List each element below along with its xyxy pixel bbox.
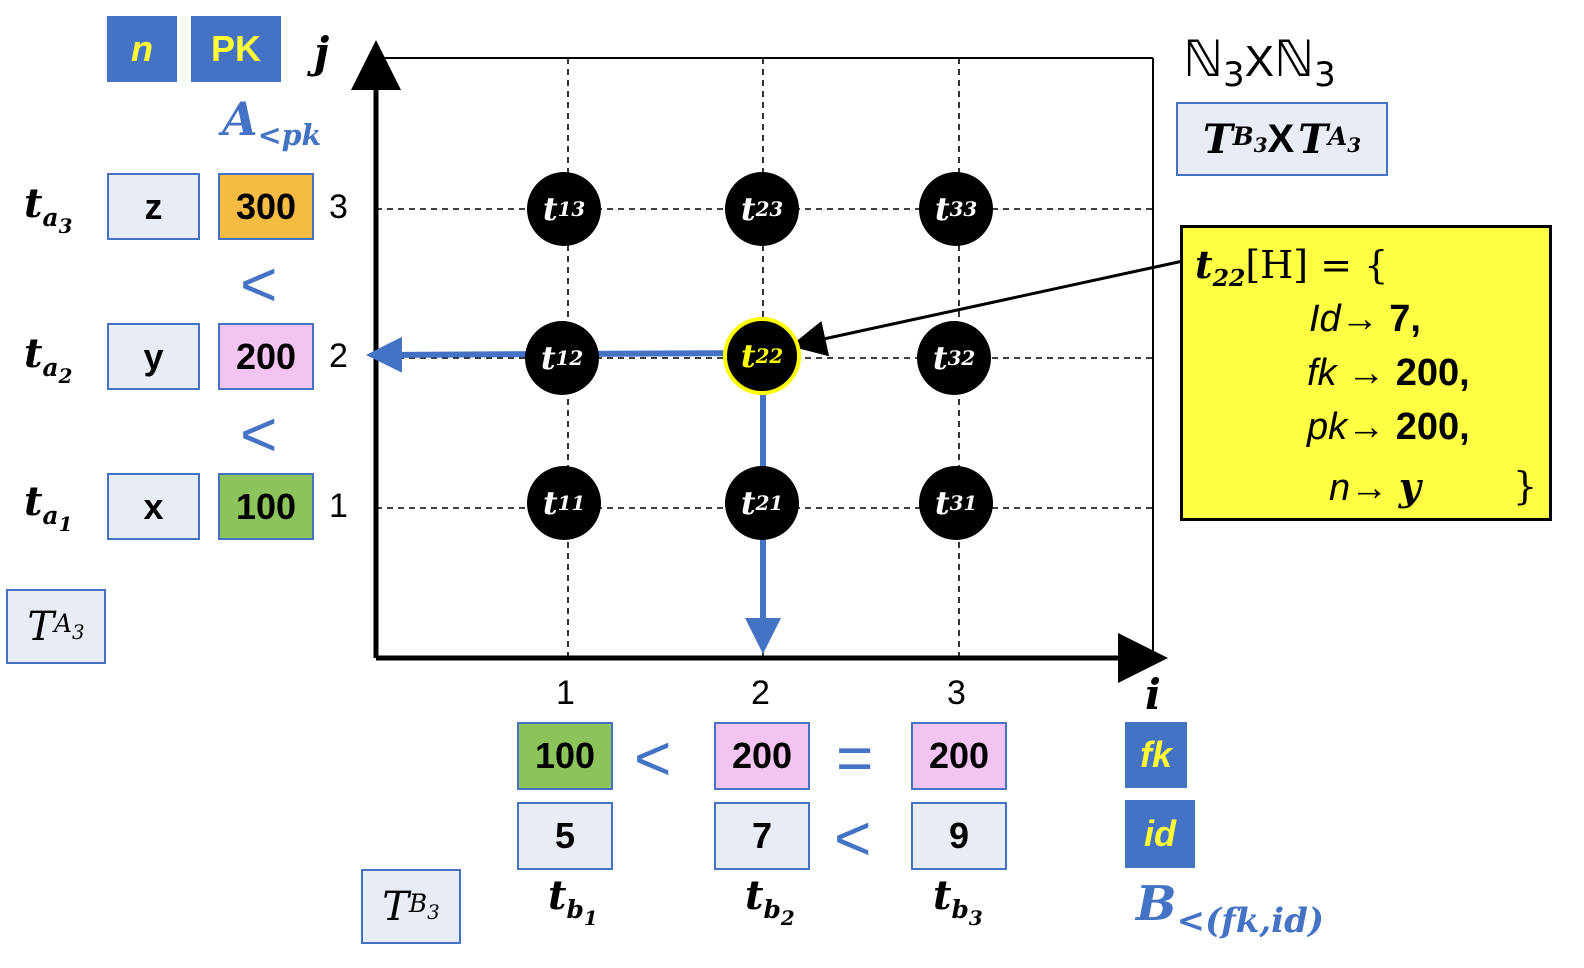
row-a3-pk-cell: 300	[218, 173, 314, 240]
fk-equals-b2-b3: =	[836, 722, 874, 794]
i-axis-label: i	[1145, 670, 1161, 719]
y-tick-2: 2	[329, 337, 348, 375]
less-than-a3-a2: <	[240, 248, 278, 320]
tuple-a3-label: ta3	[24, 180, 73, 238]
tuple-b3-label: tb3	[933, 872, 983, 930]
tuple-b2-label: tb2	[745, 872, 795, 930]
y-tick-1: 1	[329, 487, 348, 525]
product-title: ℕ3Xℕ3	[1183, 30, 1336, 96]
callout-line-n: n→ y	[1329, 464, 1421, 509]
id-less-than-b2-b3: <	[834, 802, 872, 874]
j-axis-label: j	[314, 28, 330, 77]
x-tick-3: 3	[947, 674, 966, 712]
col-b2-fk-cell: 200	[714, 722, 810, 790]
fk-header-cell: fk	[1125, 722, 1187, 788]
row-a1-name-cell: x	[107, 473, 200, 540]
col-b1-fk-cell: 100	[517, 722, 613, 790]
col-b3-fk-cell: 200	[911, 722, 1007, 790]
tuple-b1-label: tb1	[548, 872, 598, 930]
x-tick-1: 1	[556, 674, 575, 712]
callout-line-fk: fk → 200,	[1307, 352, 1470, 394]
relation-b-order-label: B<(fk,id)	[1136, 876, 1324, 941]
callout-line-id: Id→ 7,	[1309, 298, 1421, 340]
row-a3-name-cell: z	[107, 173, 200, 240]
relation-a-order-label: A<pk	[222, 92, 322, 152]
y-tick-3: 3	[329, 188, 348, 226]
name-header-cell: n	[107, 16, 177, 82]
plot-frame	[376, 57, 1154, 658]
tuple-t22-callout: t22[H] = { Id→ 7, fk → 200, pk→ 200, n→ …	[1180, 225, 1552, 521]
callout-heading: t22[H] = {	[1195, 242, 1389, 293]
callout-closing-brace: }	[1513, 464, 1538, 508]
tuple-a2-label: ta2	[24, 330, 73, 388]
col-b2-id-cell: 7	[714, 802, 810, 870]
fk-less-than-b1-b2: <	[634, 722, 672, 794]
x-tick-2: 2	[751, 674, 770, 712]
callout-line-pk: pk→ 200,	[1307, 406, 1470, 448]
pk-header-cell: PK	[191, 16, 281, 82]
callout-pointer-arrow	[790, 259, 1184, 357]
row-a2-pk-cell: 200	[218, 323, 314, 390]
tuple-a1-label: ta1	[24, 478, 73, 536]
less-than-a2-a1: <	[240, 398, 278, 470]
id-header-cell: id	[1125, 800, 1195, 868]
row-a1-pk-cell: 100	[218, 473, 314, 540]
row-a2-name-cell: y	[107, 323, 200, 390]
col-b1-id-cell: 5	[517, 802, 613, 870]
col-b3-id-cell: 9	[911, 802, 1007, 870]
